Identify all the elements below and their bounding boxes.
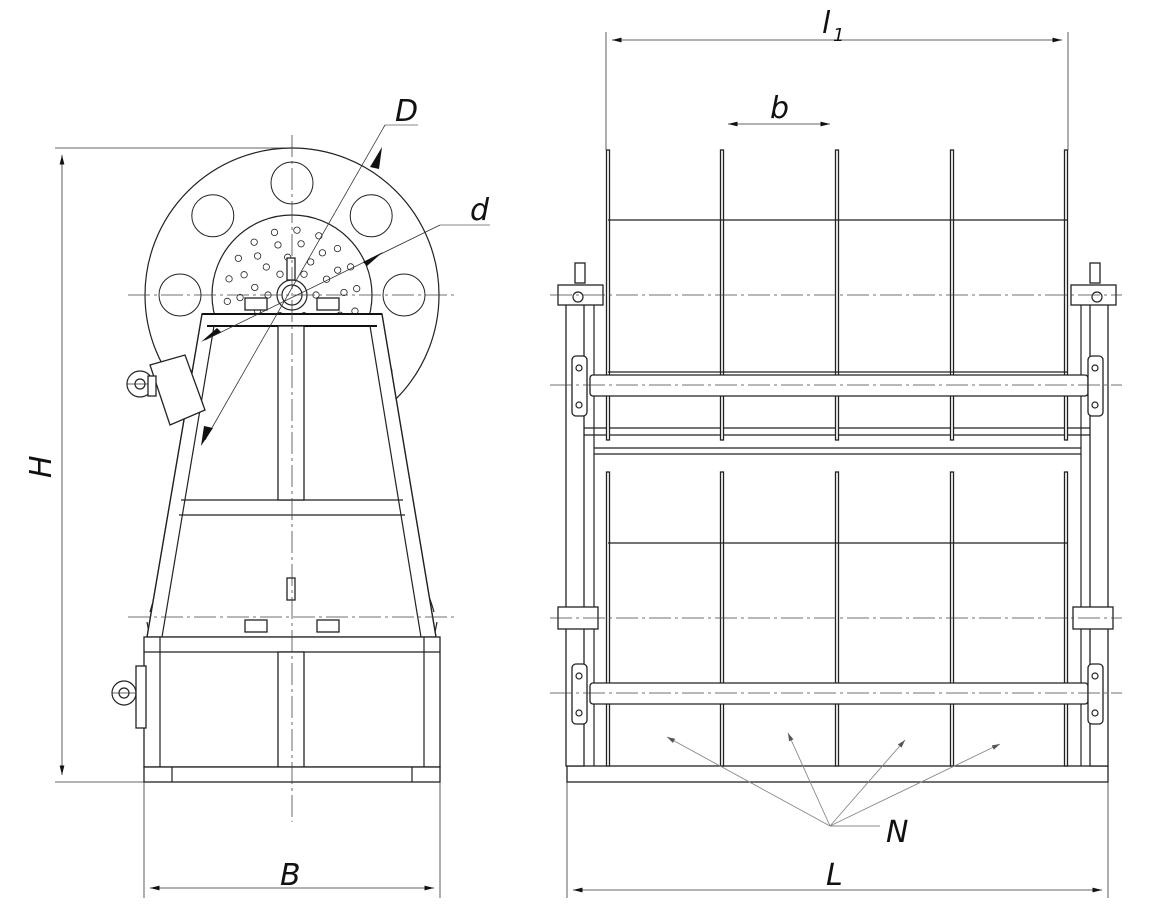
height-dimension — [55, 147, 292, 783]
perforation-hole — [223, 297, 231, 305]
diameter-leaders — [201, 124, 490, 446]
perforation-hole — [307, 258, 315, 266]
reel-length-dimension — [605, 32, 1069, 150]
perforation-hole — [225, 275, 233, 283]
label-N: N — [886, 815, 908, 850]
perforation-hole — [254, 252, 262, 260]
lower-roller-shaft — [571, 663, 1104, 725]
flange-hole — [191, 194, 235, 238]
reel-divider-plate — [719, 471, 725, 767]
reel-divider-plate — [834, 471, 840, 767]
perforation-hole — [270, 228, 279, 237]
perforation-hole — [340, 288, 348, 297]
base-width-dimension — [143, 782, 441, 898]
perforation-hole — [334, 266, 342, 274]
label-b: b — [770, 91, 789, 126]
perforation-hole — [236, 293, 244, 302]
lower-reel — [605, 471, 1069, 767]
label-H: H — [24, 455, 59, 478]
reel-divider-plate — [949, 471, 955, 767]
perforation-hole — [262, 263, 270, 271]
label-D: D — [395, 94, 418, 129]
reel-divider-plate — [605, 471, 611, 767]
flange-hole — [349, 194, 393, 238]
label-d: d — [470, 193, 490, 228]
perforation-hole — [315, 232, 323, 240]
perforation-hole — [251, 283, 259, 292]
perforation-hole — [274, 241, 282, 249]
section-leaders-N — [666, 732, 1001, 827]
front-view — [550, 32, 1122, 898]
perforation-hole — [240, 271, 248, 279]
perforation-hole — [300, 270, 308, 278]
label-B: B — [280, 858, 301, 893]
dimension-labels: D d H B l 1 b N L — [24, 6, 908, 893]
perforation-hole — [333, 244, 342, 253]
perforation-hole — [297, 240, 305, 248]
brake-lever-upper — [126, 354, 206, 426]
perforation-hole — [250, 238, 258, 246]
label-l: l — [822, 6, 831, 41]
brake-lever-lower — [111, 665, 147, 729]
perforation-hole — [293, 226, 301, 234]
overall-length-dimension — [566, 782, 1109, 898]
perforation-hole — [353, 285, 361, 293]
reel-divider-plate — [1063, 471, 1069, 767]
side-view — [55, 124, 490, 898]
perforation-hole — [234, 254, 242, 262]
label-l-subscript: 1 — [833, 25, 844, 46]
label-L: L — [826, 858, 843, 893]
perforation-hole — [318, 249, 326, 257]
perforation-hole — [276, 270, 284, 278]
upper-roller-shaft — [571, 355, 1104, 417]
